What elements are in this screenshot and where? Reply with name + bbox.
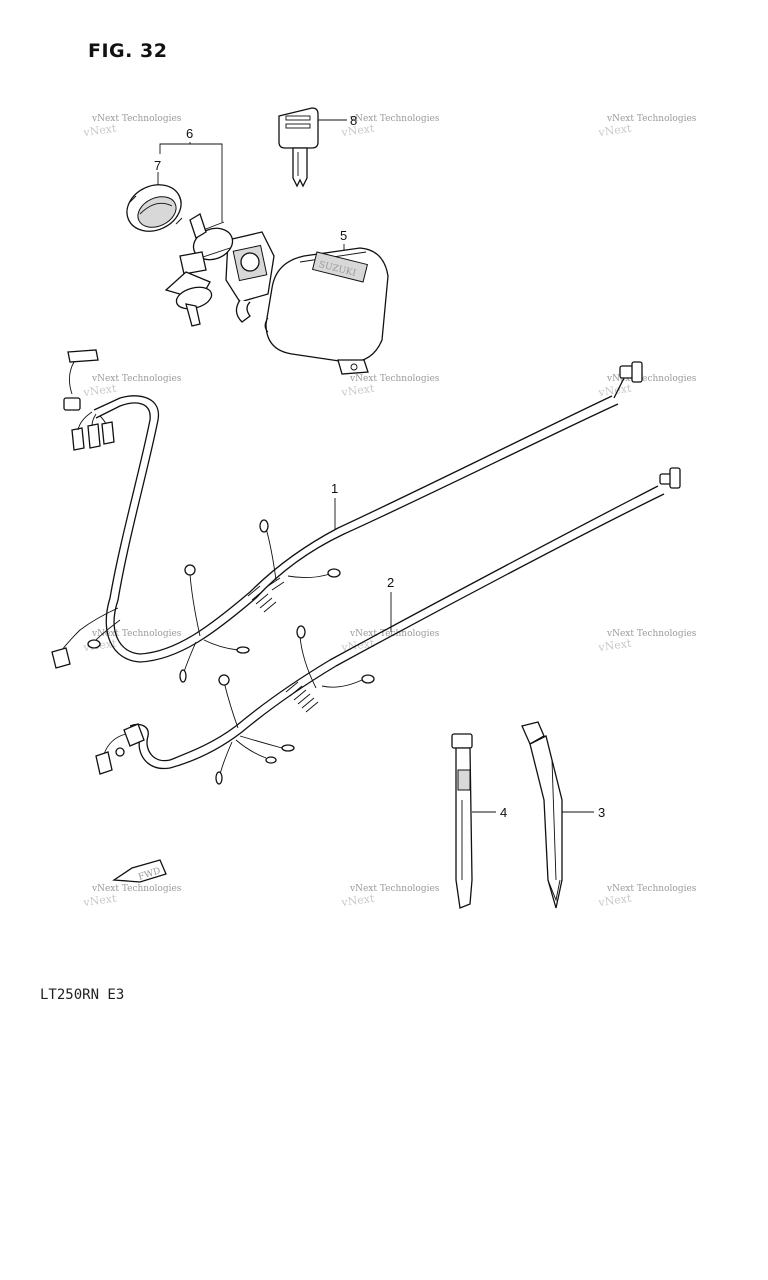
watermark: vNext vNext Technologies (82, 374, 182, 399)
svg-text:vNext Technologies: vNext Technologies (91, 374, 182, 384)
watermark: vNext vNext Technologies (597, 629, 697, 654)
svg-text:vNext: vNext (82, 382, 118, 400)
watermark: vNext vNext Technologies (340, 629, 440, 654)
svg-text:vNext Technologies: vNext Technologies (606, 629, 697, 639)
svg-text:vNext: vNext (82, 122, 118, 140)
watermark: vNext vNext Technologies (82, 884, 182, 909)
watermark: vNext vNext Technologies (597, 884, 697, 909)
svg-text:vNext Technologies: vNext Technologies (606, 884, 697, 894)
fwd-arrow-icon: FWD (112, 859, 167, 883)
svg-text:vNext Technologies: vNext Technologies (606, 114, 697, 124)
svg-text:vNext Technologies: vNext Technologies (349, 374, 440, 384)
watermark: vNext vNext Technologies (597, 374, 697, 399)
model-code: LT250RN E3 (40, 987, 125, 1003)
cap-icon[interactable] (119, 176, 188, 240)
wiring-harness-icon[interactable] (51, 349, 643, 683)
svg-text:vNext: vNext (340, 122, 376, 140)
wiring-harness-icon[interactable] (95, 467, 681, 785)
svg-text:vNext Technologies: vNext Technologies (91, 884, 182, 894)
svg-text:vNext: vNext (82, 892, 118, 910)
svg-text:vNext: vNext (597, 892, 633, 910)
callout-8: 8 (350, 113, 357, 128)
cover-icon[interactable]: SUZUKI (264, 247, 389, 375)
svg-text:vNext: vNext (597, 637, 633, 655)
callout-6: 6 (186, 126, 193, 141)
callout-1: 1 (331, 481, 338, 496)
clamp-icon[interactable] (451, 733, 473, 909)
figure-title: FIG. 32 (88, 40, 168, 62)
svg-text:vNext: vNext (597, 122, 633, 140)
callout-2: 2 (387, 575, 394, 590)
svg-text:vNext: vNext (340, 892, 376, 910)
svg-text:vNext Technologies: vNext Technologies (349, 114, 440, 124)
watermark: vNext vNext Technologies (340, 374, 440, 399)
callout-5: 5 (340, 228, 347, 243)
watermark: vNext vNext Technologies (82, 114, 182, 139)
svg-text:vNext Technologies: vNext Technologies (91, 114, 182, 124)
svg-text:vNext Technologies: vNext Technologies (349, 884, 440, 894)
ignition-switch-icon[interactable] (164, 213, 275, 327)
callout-3: 3 (598, 805, 605, 820)
key-icon[interactable] (278, 107, 319, 188)
svg-text:vNext Technologies: vNext Technologies (606, 374, 697, 384)
watermark: vNext vNext Technologies (597, 114, 697, 139)
callout-4: 4 (500, 805, 507, 820)
svg-text:vNext: vNext (340, 382, 376, 400)
callout-7: 7 (154, 158, 161, 173)
watermark: vNext vNext Technologies (340, 884, 440, 909)
watermark: vNext vNext Technologies (340, 114, 440, 139)
watermarks: vNext vNext Technologies vNext vNext Tec… (82, 114, 697, 909)
svg-text:vNext: vNext (597, 382, 633, 400)
svg-text:vNext Technologies: vNext Technologies (91, 629, 182, 639)
clamp-icon[interactable] (521, 721, 563, 909)
